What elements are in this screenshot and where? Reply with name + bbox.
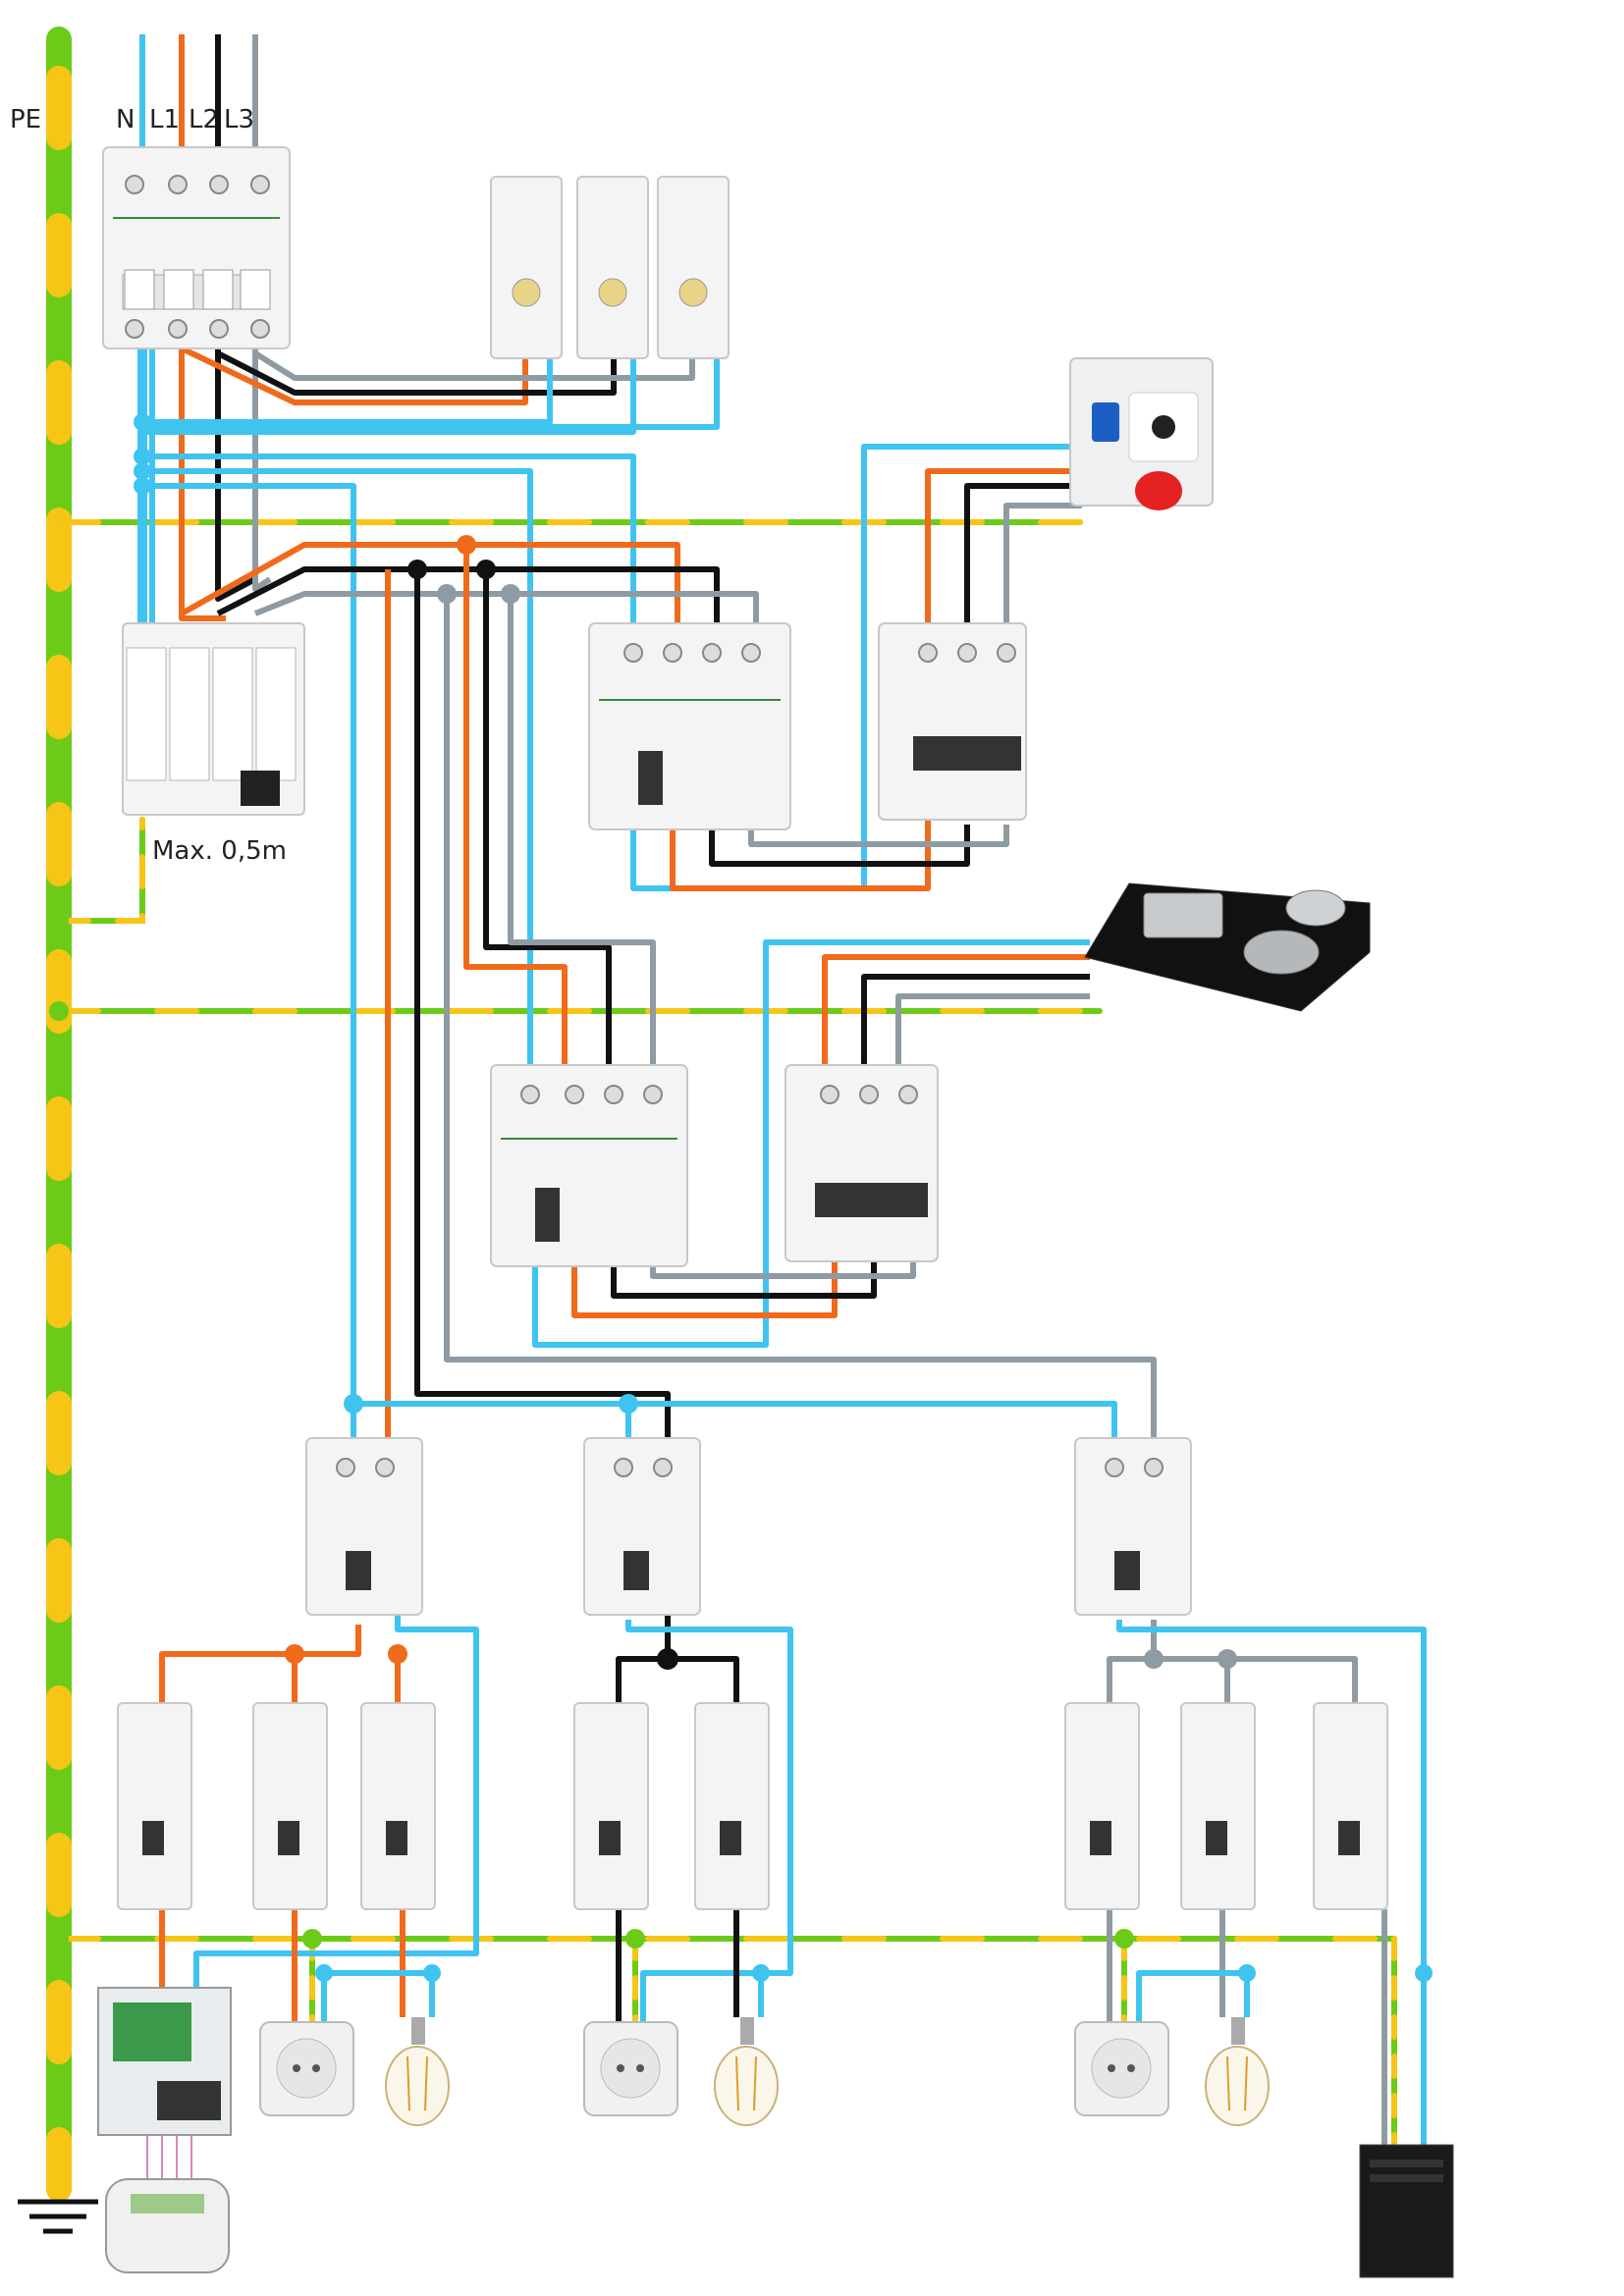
ground-symbol-icon <box>18 2199 98 2234</box>
mcb-3p-icon <box>878 622 1027 821</box>
mcb-1p-icon <box>252 1702 328 1910</box>
spd-distance-note: Max. 0,5m <box>152 836 287 866</box>
surge-protection-device-icon <box>122 622 305 816</box>
label-l2: L2 <box>189 105 219 134</box>
label-pe: PE <box>10 105 41 134</box>
indicator-lamp-icon <box>490 176 563 359</box>
mcb-1p-icon <box>1064 1702 1140 1910</box>
main-isolator-4p-icon <box>102 146 291 349</box>
mcb-1p-icon <box>573 1702 649 1910</box>
socket-outlet-icon <box>1074 2021 1169 2116</box>
rcbo-2p-icon <box>1074 1437 1192 1616</box>
rcbo-2p-icon <box>583 1437 701 1616</box>
light-bulb-icon <box>385 2017 450 2126</box>
indicator-lamp-icon <box>657 176 730 359</box>
socket-outlet-icon <box>583 2021 678 2116</box>
label-n: N <box>116 105 135 134</box>
rcd-4p-icon <box>490 1064 688 1267</box>
alarm-keypad-icon <box>105 2178 230 2273</box>
junction-dots <box>134 413 1433 1982</box>
light-bulb-icon <box>714 2017 779 2126</box>
socket-outlet-icon <box>259 2021 354 2116</box>
wires <box>137 34 1427 2150</box>
pc-tower-icon <box>1359 2144 1454 2278</box>
label-l3: L3 <box>224 105 254 134</box>
mcb-3p-icon <box>785 1064 939 1262</box>
light-bulb-icon <box>1205 2017 1270 2126</box>
mcb-1p-icon <box>360 1702 436 1910</box>
industrial-socket-icon <box>1069 357 1214 510</box>
label-l1: L1 <box>149 105 180 134</box>
induction-hob-icon <box>1084 882 1371 1012</box>
indicator-lamp-icon <box>576 176 649 359</box>
mcb-1p-icon <box>694 1702 770 1910</box>
rcd-4p-icon <box>588 622 791 830</box>
alarm-panel-icon <box>97 1987 232 2136</box>
mcb-1p-icon <box>1180 1702 1256 1910</box>
pe-bus <box>46 27 1397 2202</box>
mcb-1p-icon <box>117 1702 192 1910</box>
rcbo-2p-icon <box>305 1437 423 1616</box>
mcb-1p-icon <box>1313 1702 1388 1910</box>
wires-keypad <box>146 2135 192 2184</box>
